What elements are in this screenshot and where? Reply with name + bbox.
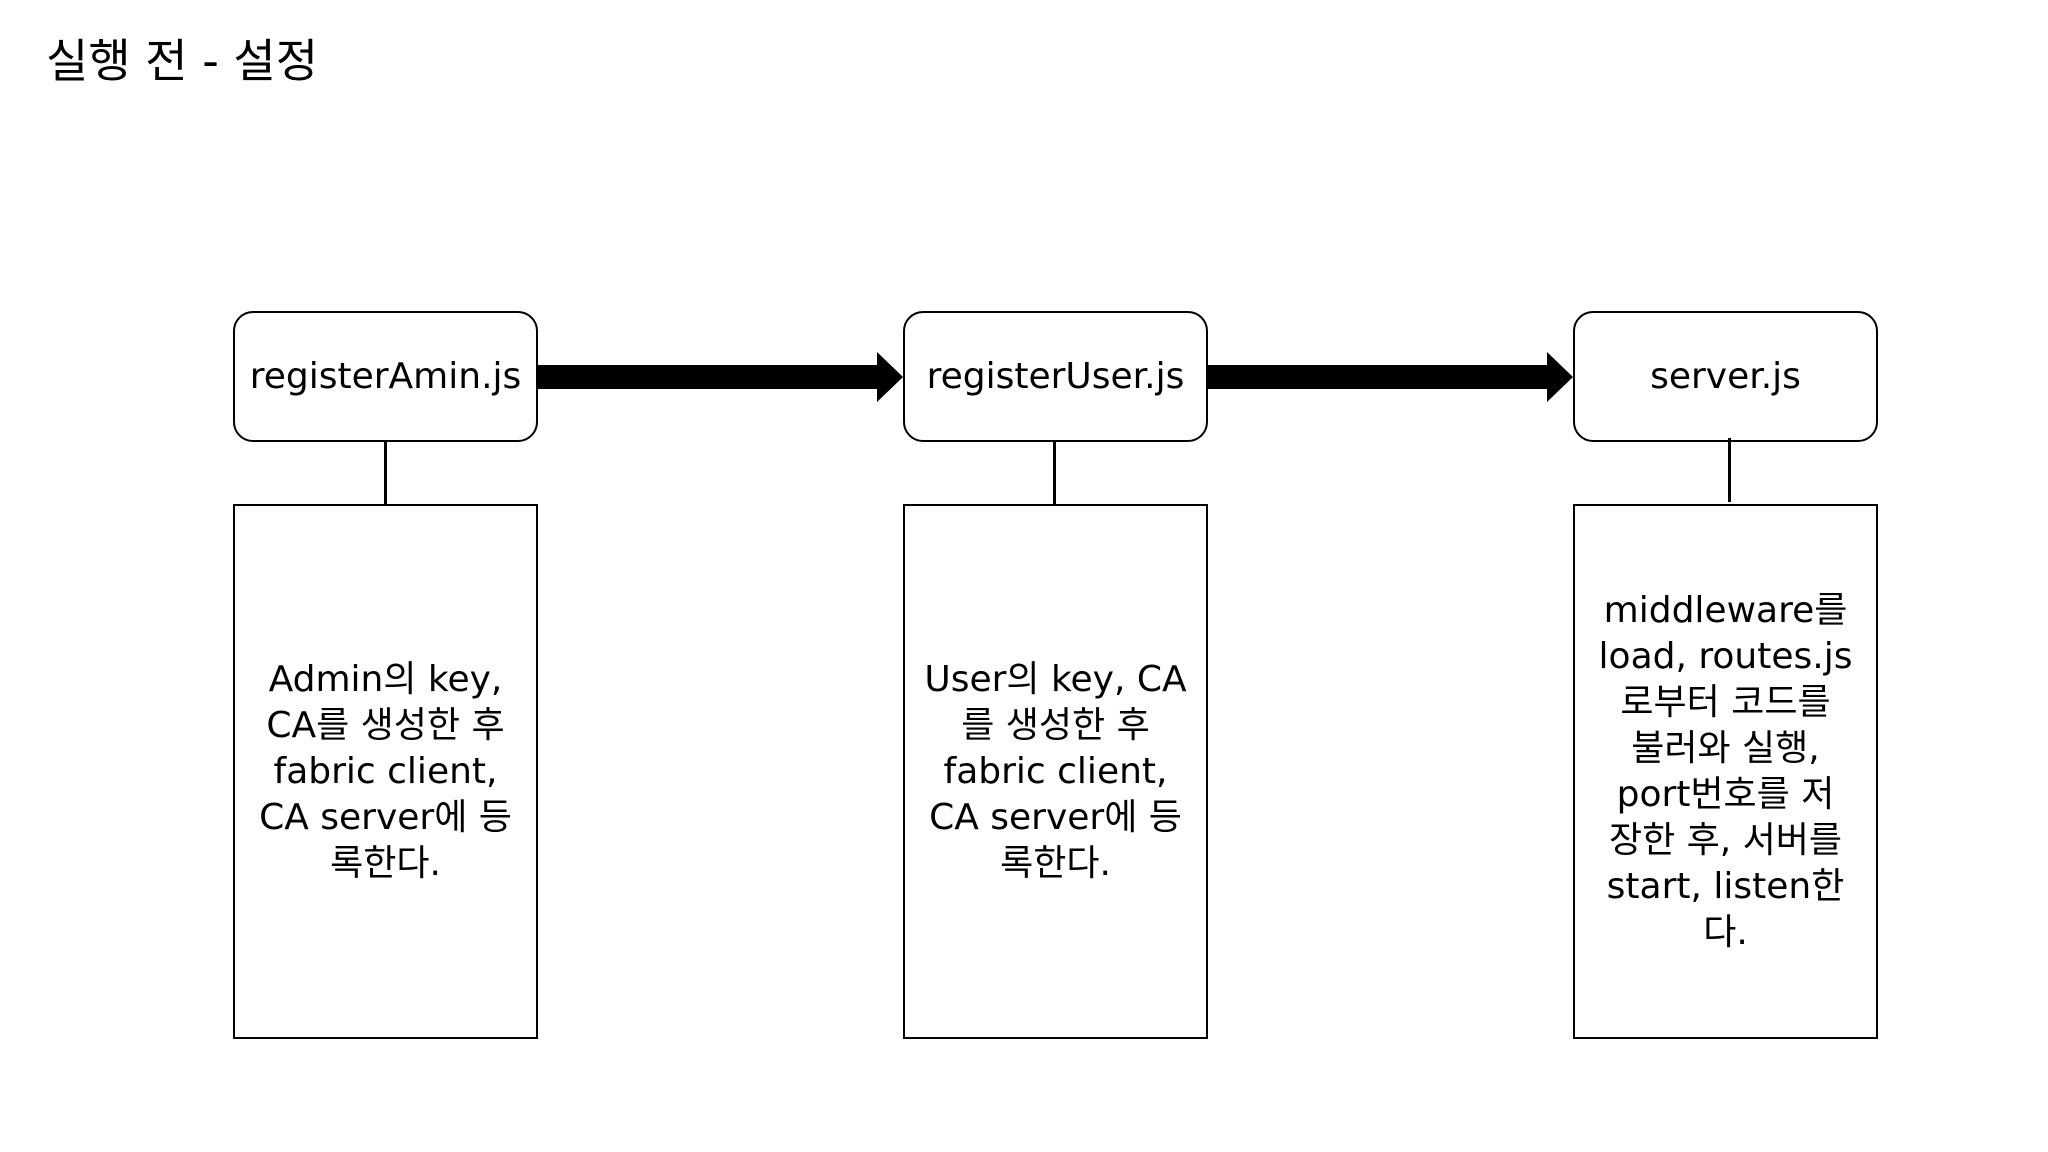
connector-server xyxy=(1728,438,1731,502)
connector-register-admin xyxy=(384,442,387,504)
node-server-label: server.js xyxy=(1650,356,1801,397)
arrow-admin-to-user-shaft xyxy=(538,365,879,389)
arrow-user-to-server-shaft xyxy=(1208,365,1549,389)
node-register-admin-label: registerAmin.js xyxy=(249,356,522,397)
desc-server-text: middleware를 load, routes.js 로부터 코드를 불러와 … xyxy=(1598,589,1853,953)
desc-register-admin-text: Admin의 key, CA를 생성한 후 fabric client, CA … xyxy=(259,658,512,884)
arrow-user-to-server xyxy=(1208,352,1573,402)
desc-register-user: User의 key, CA 를 생성한 후 fabric client, CA … xyxy=(903,504,1208,1039)
arrow-admin-to-user xyxy=(538,352,903,402)
node-register-user-label: registerUser.js xyxy=(926,356,1185,397)
slide-title: 실행 전 - 설정 xyxy=(46,34,319,88)
desc-register-admin: Admin의 key, CA를 생성한 후 fabric client, CA … xyxy=(233,504,538,1039)
node-server: server.js xyxy=(1573,311,1878,442)
arrow-user-to-server-head xyxy=(1547,352,1573,402)
node-register-user: registerUser.js xyxy=(903,311,1208,442)
desc-register-user-text: User의 key, CA 를 생성한 후 fabric client, CA … xyxy=(924,658,1187,884)
desc-server: middleware를 load, routes.js 로부터 코드를 불러와 … xyxy=(1573,504,1878,1039)
node-register-admin: registerAmin.js xyxy=(233,311,538,442)
arrow-admin-to-user-head xyxy=(877,352,903,402)
connector-register-user xyxy=(1053,442,1056,504)
